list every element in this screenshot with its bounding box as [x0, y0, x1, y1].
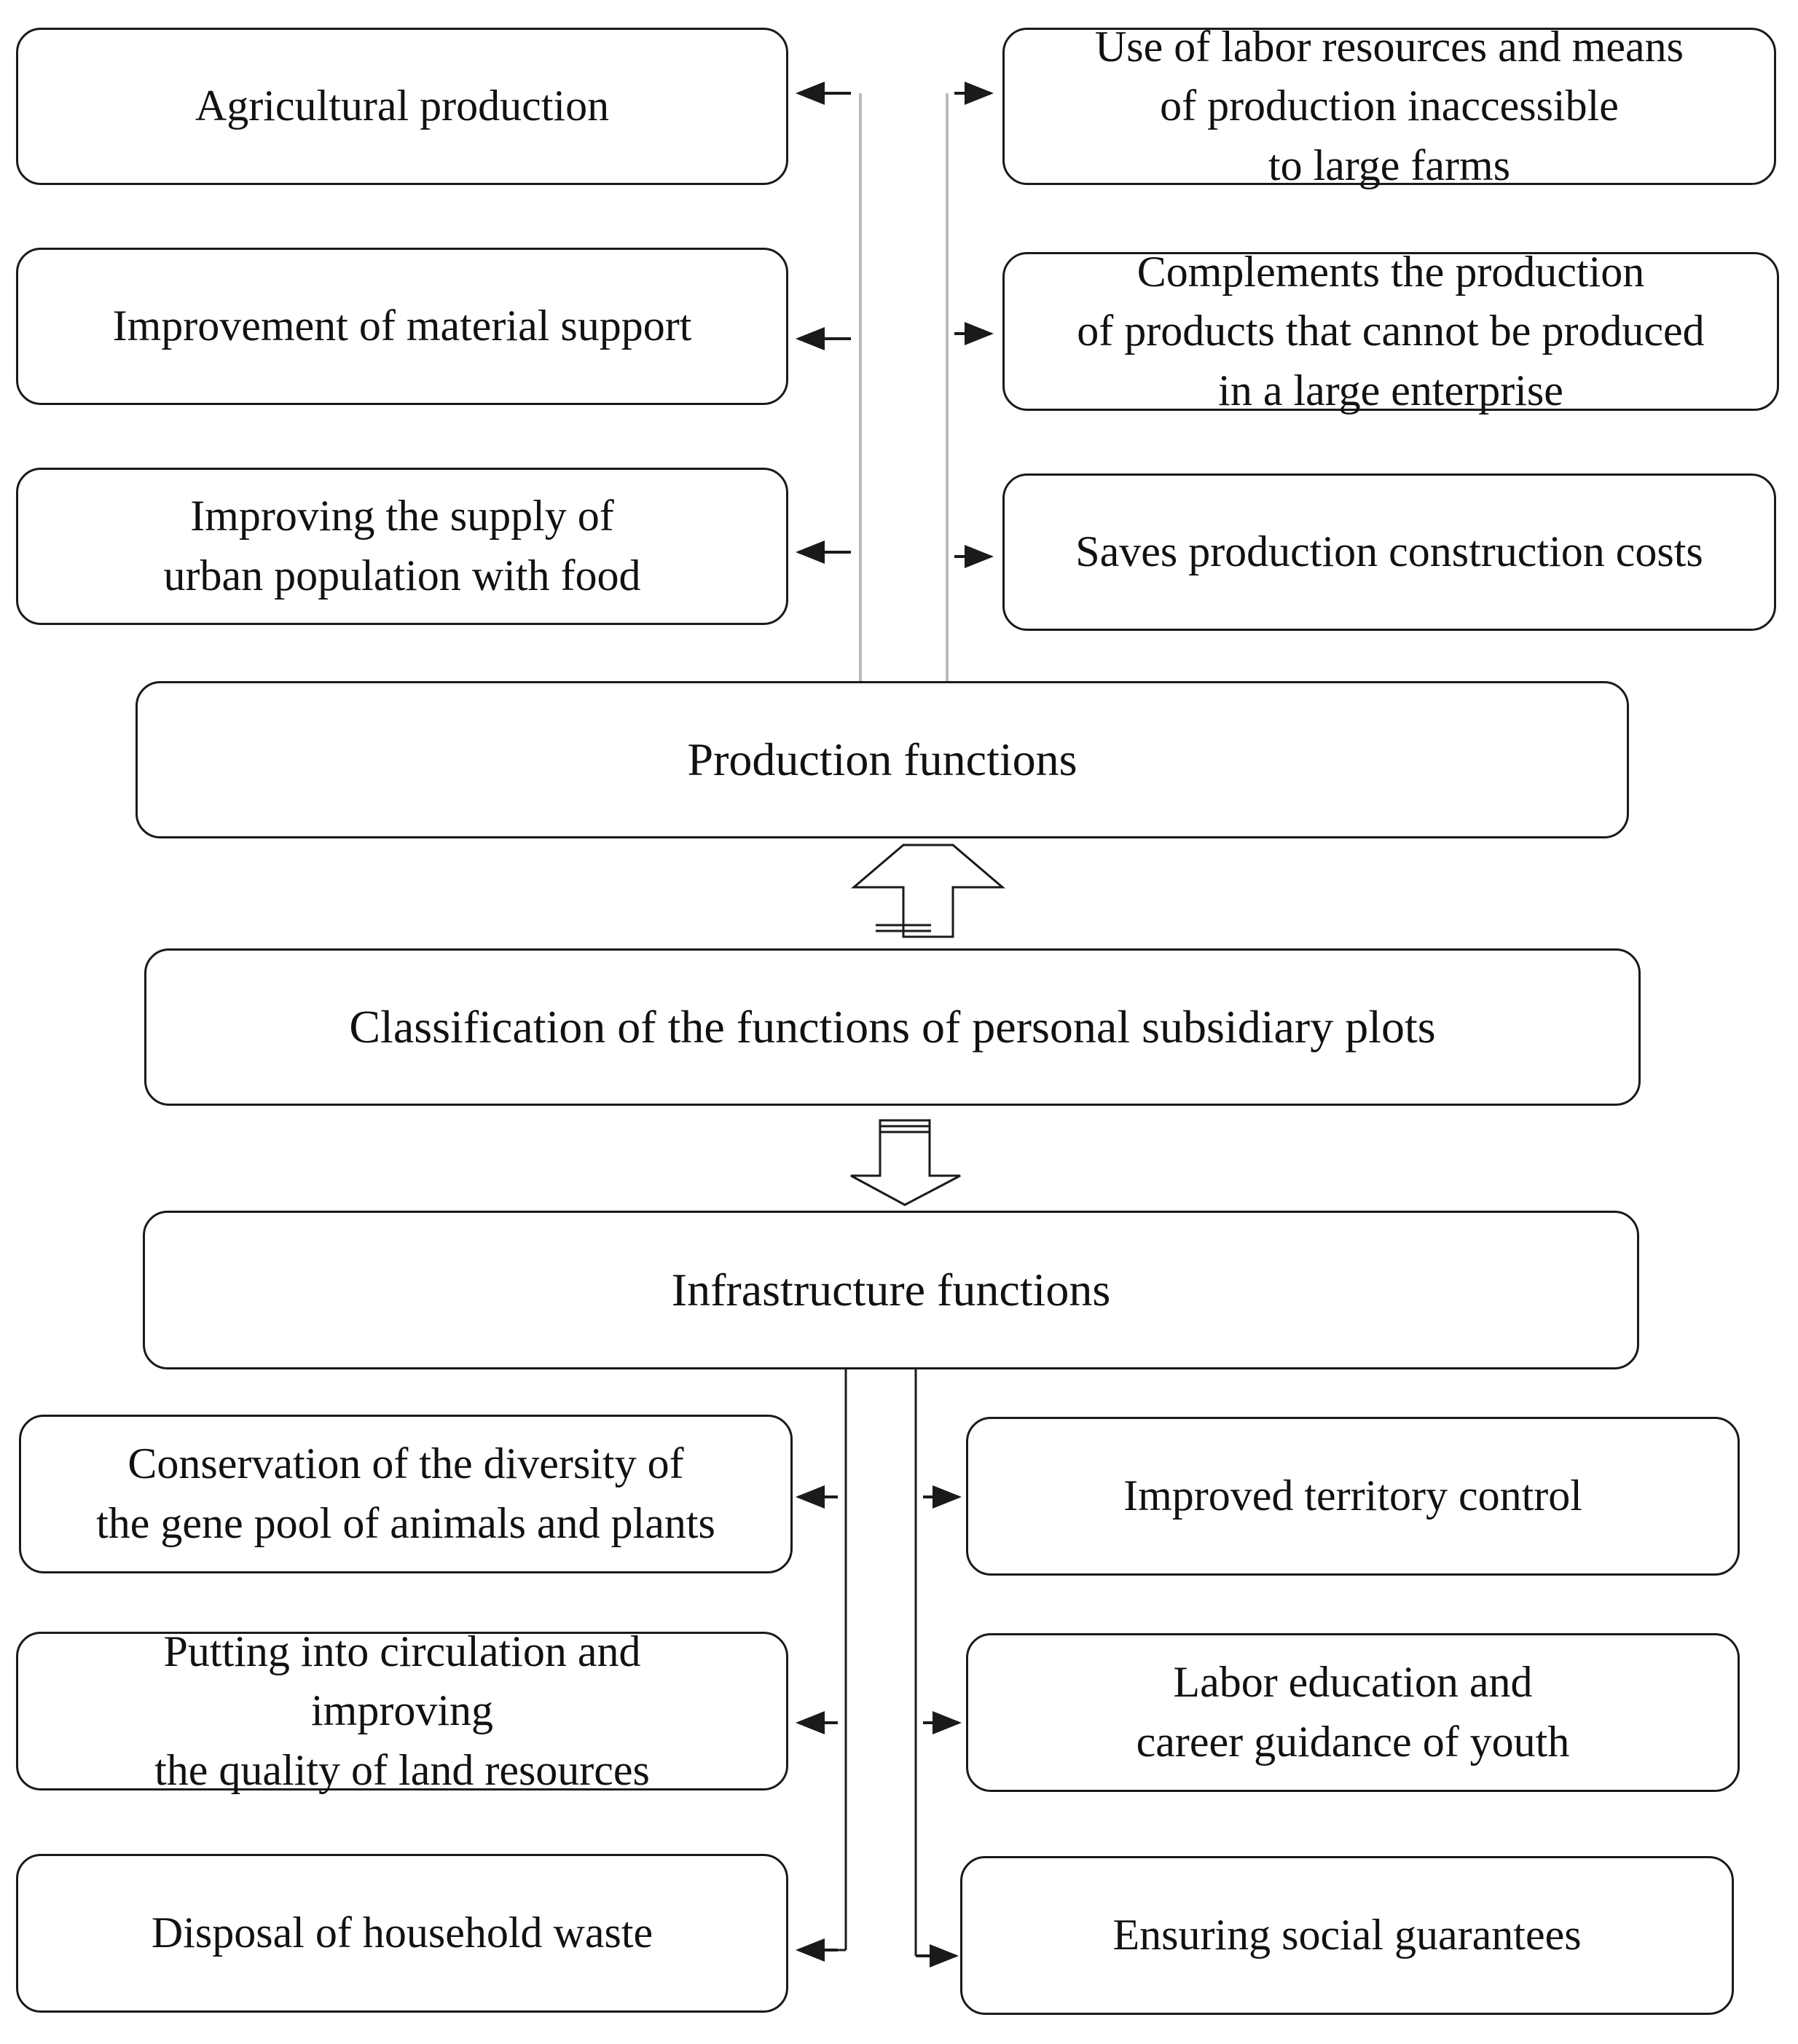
block-arrow-up	[850, 844, 1006, 938]
production-functions-box: Production functions	[136, 681, 1629, 838]
infrastructure-right-item-2: Labor education and career guidance of y…	[966, 1633, 1740, 1792]
classification-box: Classification of the functions of perso…	[144, 948, 1641, 1106]
infrastructure-left-item-3: Disposal of household waste	[16, 1854, 788, 2013]
block-arrow-down	[850, 1119, 961, 1206]
infrastructure-functions-box: Infrastructure functions	[143, 1211, 1639, 1369]
infrastructure-right-item-1: Improved territory control	[966, 1417, 1740, 1576]
infrastructure-right-item-3: Ensuring social guarantees	[960, 1856, 1734, 2015]
production-right-item-1: Use of labor resources and means of prod…	[1002, 23, 1776, 189]
production-right-item-3: Saves production construction costs	[1002, 473, 1776, 631]
infrastructure-left-item-1: Conservation of the diversity of the gen…	[19, 1415, 793, 1573]
production-left-item-3: Improving the supply of urban population…	[16, 468, 788, 625]
infrastructure-left-item-2: Putting into circulation and improving t…	[16, 1627, 788, 1794]
production-left-item-1: Agricultural production	[16, 28, 788, 185]
production-right-item-2: Complements the production of products t…	[1002, 248, 1779, 414]
production-left-item-2: Improvement of material support	[16, 248, 788, 405]
